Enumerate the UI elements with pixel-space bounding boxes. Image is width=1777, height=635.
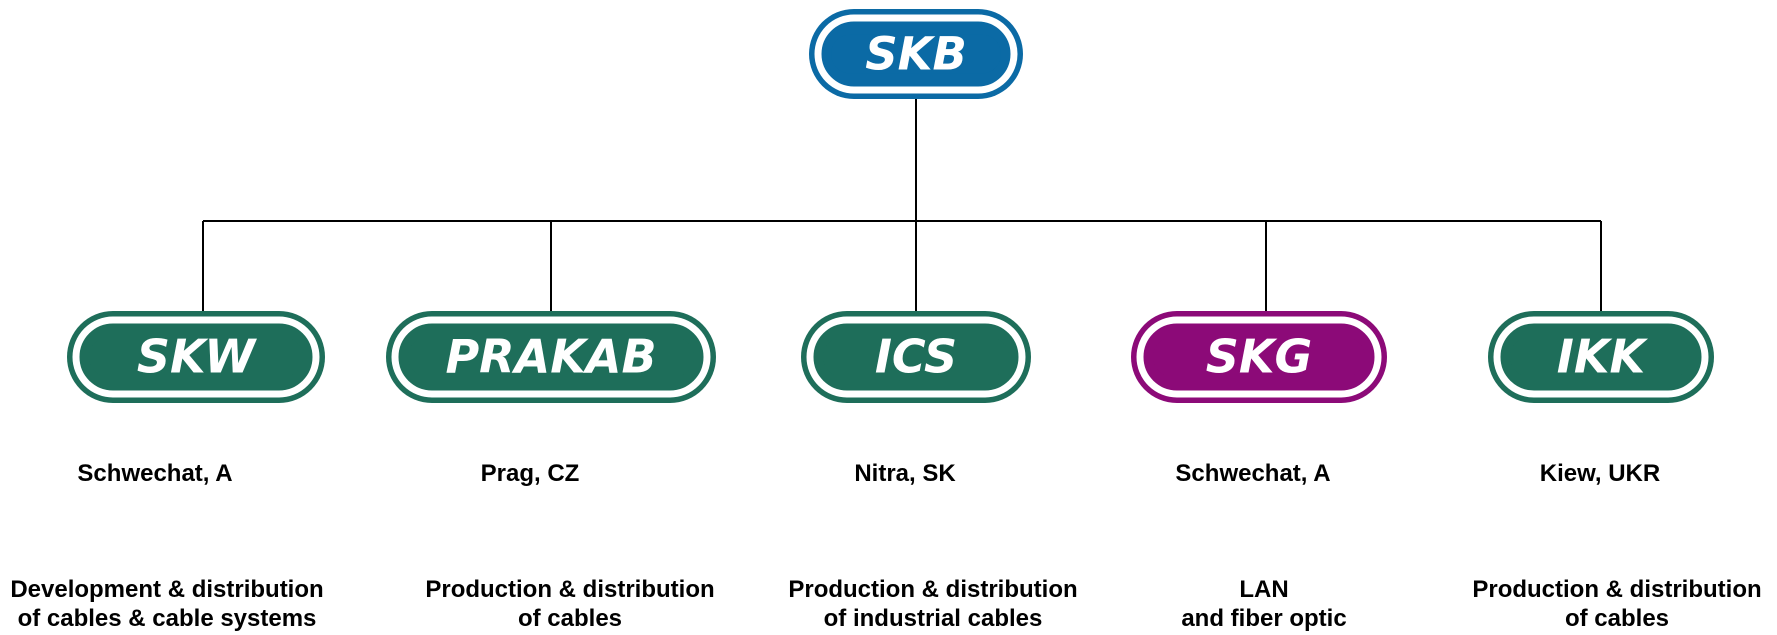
description-skw-line-2: of cables & cable systems xyxy=(17,605,317,632)
logo-ikk-text: IKK xyxy=(1557,330,1649,384)
description-prakab: Production & distribution of cables xyxy=(425,575,714,633)
logo-ics-text: ICS xyxy=(875,330,957,384)
description-prakab-line-2: of cables xyxy=(517,605,623,632)
location-label-skw: Schwechat, A xyxy=(77,460,233,487)
location-label-ikk: Kiew, UKR xyxy=(1539,460,1661,487)
connector-lines xyxy=(202,99,1602,311)
logo-skg-text: SKG xyxy=(1206,330,1313,384)
description-skg-line-2: and fiber optic xyxy=(1181,605,1347,632)
description-ics-line-1: Production & distribution xyxy=(788,576,1078,603)
description-skg: LAN and fiber optic xyxy=(1181,575,1346,633)
location-label-skg: Schwechat, A xyxy=(1175,460,1331,487)
description-prakab-line-1: Production & distribution xyxy=(425,576,715,603)
description-ics: Production & distribution of industrial … xyxy=(788,575,1077,633)
logo-group: SKB SKW PRAKAB ICS SKG IKK xyxy=(67,9,1714,403)
description-ics-line-2: of industrial cables xyxy=(823,605,1043,632)
logo-skg: SKG xyxy=(1131,311,1387,403)
root-logo-skb: SKB xyxy=(809,9,1023,99)
logo-ics: ICS xyxy=(801,311,1031,403)
logo-ikk: IKK xyxy=(1488,311,1714,403)
description-ikk-line-1: Production & distribution xyxy=(1472,576,1762,603)
description-skw-line-1: Development & distribution xyxy=(10,576,324,603)
description-ikk: Production & distribution of cables xyxy=(1472,575,1761,633)
location-label-prakab: Prag, CZ xyxy=(480,460,580,487)
logo-prakab: PRAKAB xyxy=(386,311,716,403)
logo-skw: SKW xyxy=(67,311,325,403)
description-skg-line-1: LAN xyxy=(1239,576,1289,603)
logo-skw-text: SKW xyxy=(137,330,258,384)
description-ikk-line-2: of cables xyxy=(1564,605,1670,632)
logo-prakab-text: PRAKAB xyxy=(445,330,656,384)
location-label-ics: Nitra, SK xyxy=(854,460,956,487)
root-logo-skb-text: SKB xyxy=(865,27,967,80)
description-skw: Development & distribution of cables & c… xyxy=(10,575,323,633)
